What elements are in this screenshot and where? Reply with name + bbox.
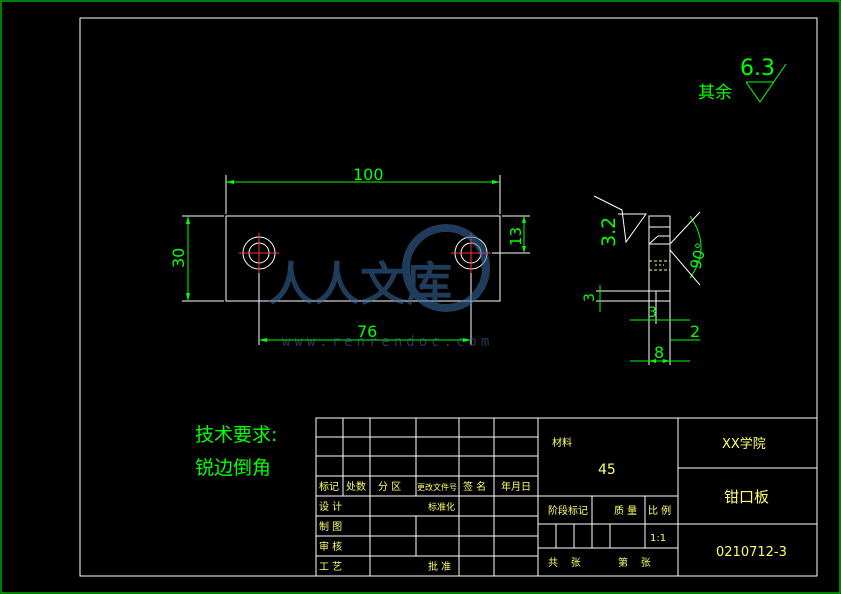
dim-slot-depth-label: 3 xyxy=(648,305,657,321)
roughness-value: 6.3 xyxy=(740,56,775,81)
dim-hole-spacing: 76 xyxy=(258,273,472,345)
dim-hole-spacing-label: 76 xyxy=(357,322,377,341)
side-roughness-mark xyxy=(593,195,647,244)
row-standardize: 标准化 xyxy=(428,501,455,513)
dim-chamfer-label: 2 xyxy=(690,322,700,341)
title-block: 标记 处数 分 区 更改文件号 签 名 年月日 设 计 标准化 制 图 审 核 … xyxy=(315,417,818,577)
mass-label: 质 量 xyxy=(614,505,637,517)
sheets-total: 共 张 xyxy=(548,557,581,569)
drawing-number: 0210712-3 xyxy=(716,545,787,560)
hdr-sign: 签 名 xyxy=(463,480,486,493)
side-roughness-value: 3.2 xyxy=(598,217,620,247)
side-outline xyxy=(648,215,671,302)
hdr-date: 年月日 xyxy=(501,480,531,493)
material-label: 材料 xyxy=(552,436,572,449)
dim-angle-label: 90° xyxy=(686,241,710,271)
row-approve: 批 准 xyxy=(428,560,451,573)
school-name: XX学院 xyxy=(722,436,766,452)
dim-length: 100 xyxy=(225,165,501,214)
part-outline xyxy=(225,215,501,302)
material-value: 45 xyxy=(598,462,616,478)
watermark-logo-icon xyxy=(402,224,490,312)
sheet-no: 第 张 xyxy=(618,556,651,569)
tech-requirements-item: 锐边倒角 xyxy=(195,457,271,479)
front-view: 100 30 13 76 xyxy=(169,165,530,345)
dim-length-label: 100 xyxy=(353,165,384,184)
dim-height: 30 xyxy=(169,215,224,302)
row-drawing: 制 图 xyxy=(319,520,342,533)
dim-hole-offset: 13 xyxy=(492,215,530,254)
hdr-change-doc: 更改文件号 xyxy=(417,482,457,492)
scale-value: 1:1 xyxy=(650,533,666,544)
dim-thickness-label: 8 xyxy=(654,343,664,362)
tech-requirements-title: 技术要求: xyxy=(195,424,277,446)
dim-slot-height-label: 3 xyxy=(582,293,598,302)
watermark: 人人文库 www.renrendoc.com xyxy=(268,224,493,350)
row-review: 审 核 xyxy=(319,540,342,553)
side-view: 3.2 90° 3 3 2 8 xyxy=(582,195,711,365)
dim-hole-offset-label: 13 xyxy=(507,227,525,246)
roughness-symbol: 其余 6.3 xyxy=(698,56,787,103)
roughness-check-mark xyxy=(745,63,787,103)
hdr-zone: 分 区 xyxy=(378,481,401,493)
part-name: 钳口板 xyxy=(724,488,769,506)
stage-label: 阶段标记 xyxy=(548,504,588,517)
hdr-count: 处数 xyxy=(346,480,366,493)
row-process: 工 艺 xyxy=(319,561,342,573)
hdr-mark: 标记 xyxy=(319,481,339,493)
watermark-text: 人人文库 xyxy=(268,257,452,311)
row-design: 设 计 xyxy=(319,500,342,513)
scale-label: 比 例 xyxy=(648,504,671,517)
roughness-prefix: 其余 xyxy=(698,83,732,103)
hole-left xyxy=(239,233,279,273)
dim-height-label: 30 xyxy=(169,248,188,268)
watermark-url: www.renrendoc.com xyxy=(282,334,493,350)
